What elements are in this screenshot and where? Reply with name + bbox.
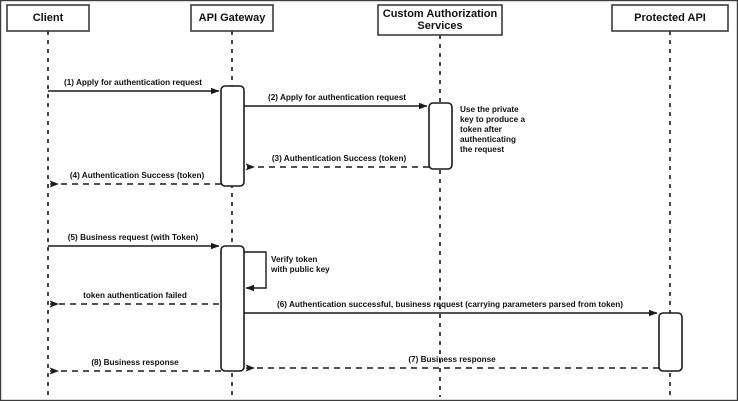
- message-label-msg-5: (5) Business request (with Token): [68, 233, 199, 242]
- activation-bar-act-gateway-auth: [220, 85, 245, 187]
- message-msg-6[interactable]: (6) Authentication successful, business …: [244, 300, 658, 317]
- participant-box-client[interactable]: [6, 4, 90, 32]
- participant-box-protected-api[interactable]: [611, 4, 729, 32]
- lifelines-layer: [47, 31, 671, 397]
- participant-label-api-gateway: API Gateway: [199, 12, 267, 24]
- message-label-msg-1: (1) Apply for authentication request: [64, 78, 202, 87]
- note-line-note-private-key: token after: [460, 125, 503, 134]
- messages-layer: (1) Apply for authentication request (2) …: [48, 78, 659, 375]
- message-msg-2[interactable]: (2) Apply for authentication request: [244, 93, 428, 110]
- note-line-note-private-key: authenticating: [460, 135, 516, 144]
- participant-box-custom-authorization-services[interactable]: [377, 4, 503, 36]
- note-line-note-private-key: the request: [460, 145, 504, 154]
- message-label-msg-2: (2) Apply for authentication request: [268, 93, 406, 102]
- participant-label-client: Client: [33, 12, 64, 24]
- activations-layer: [220, 85, 683, 372]
- participant-protected-api[interactable]: Protected API: [611, 4, 729, 32]
- message-msg-5[interactable]: (5) Business request (with Token): [48, 233, 220, 250]
- message-label-msg-8: (8) Business response: [91, 358, 179, 367]
- message-label-msg-7: (7) Business response: [408, 355, 496, 364]
- participant-box-api-gateway[interactable]: [190, 4, 274, 32]
- message-msg-3[interactable]: (3) Authentication Success (token): [245, 154, 429, 171]
- activation-bar-act-gateway-business: [220, 245, 245, 372]
- participant-boxes-layer: Client API Gateway Custom AuthorizationSer…: [6, 4, 729, 36]
- note-line-note-private-key: key to produce a: [460, 115, 526, 124]
- message-label-msg-6: (6) Authentication successful, business …: [277, 300, 623, 309]
- participant-api-gateway[interactable]: API Gateway: [190, 4, 274, 32]
- participant-label-protected-api: Protected API: [634, 12, 706, 24]
- message-label-msg-3: (3) Authentication Success (token): [272, 154, 407, 163]
- message-msg-7[interactable]: (7) Business response: [245, 355, 659, 372]
- message-label-msg-failed: token authentication failed: [83, 291, 187, 300]
- message-label-msg-4: (4) Authentication Success (token): [70, 171, 205, 180]
- participant-label-custom-authorization-services: Custom Authorization: [383, 8, 498, 20]
- message-msg-failed[interactable]: token authentication failed: [49, 291, 219, 308]
- participant-client[interactable]: Client: [6, 4, 90, 32]
- message-msg-1[interactable]: (1) Apply for authentication request: [48, 78, 220, 95]
- message-msg-4[interactable]: (4) Authentication Success (token): [49, 171, 221, 188]
- activation-bar-act-protected-api: [658, 312, 683, 372]
- note-line-note-private-key: Use the private: [460, 105, 519, 114]
- self-message-label-self-verify-token: with public key: [270, 265, 330, 274]
- participant-label-custom-authorization-services: Services: [417, 20, 462, 32]
- message-msg-8[interactable]: (8) Business response: [49, 358, 221, 375]
- self-message-arrow-self-verify-token: [244, 251, 267, 292]
- activation-bar-act-auth-service: [428, 102, 453, 170]
- self-message-label-self-verify-token: Verify token: [271, 255, 317, 264]
